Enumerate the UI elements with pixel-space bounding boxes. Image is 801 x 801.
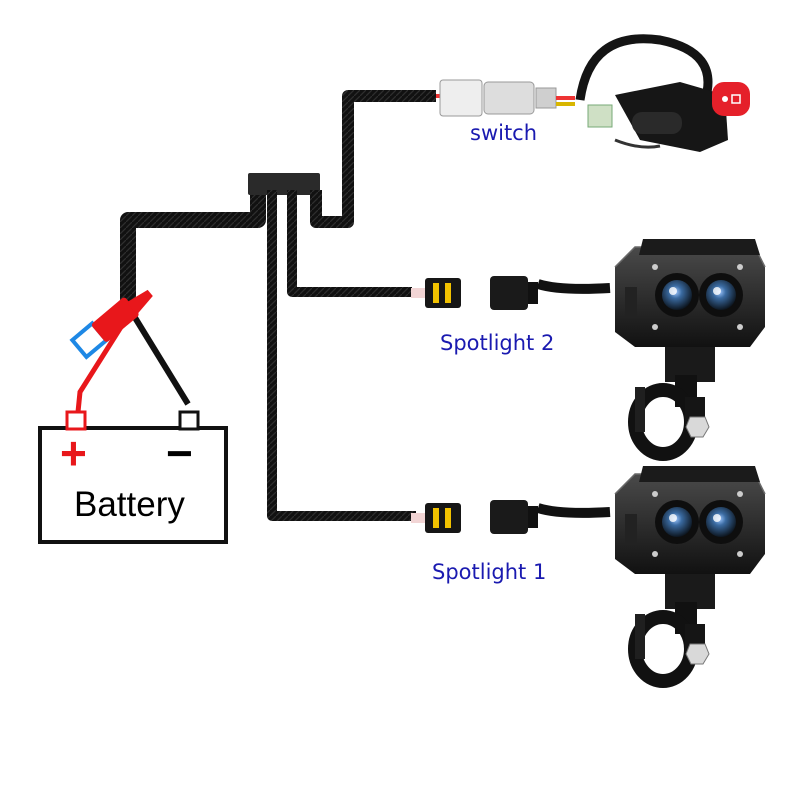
switch-wire [310,90,436,228]
spotlight-1-connector [411,500,610,534]
negative-lead-wire [131,314,191,406]
wiring-harness [75,90,452,521]
battery-label: Battery [74,485,185,524]
spotlight-1-label: Spotlight 1 [432,560,547,584]
spotlight-2-wire [287,190,412,297]
negative-terminal-label: − [166,427,193,479]
positive-lead-wire [75,314,131,413]
spotlight-2-connector [411,276,610,310]
fuse-clip-icon [69,289,153,360]
battery-icon [38,410,228,544]
positive-terminal-label: + [60,427,87,479]
spotlight-2-icon [615,239,765,454]
junction-block [248,173,320,195]
spotlight-1-icon [615,466,765,681]
spotlight-1-wire [267,190,416,521]
switch-label: switch [470,121,538,145]
spotlight-2-label: Spotlight 2 [440,331,555,355]
switch-icon [439,34,750,152]
battery-wire [120,178,266,316]
